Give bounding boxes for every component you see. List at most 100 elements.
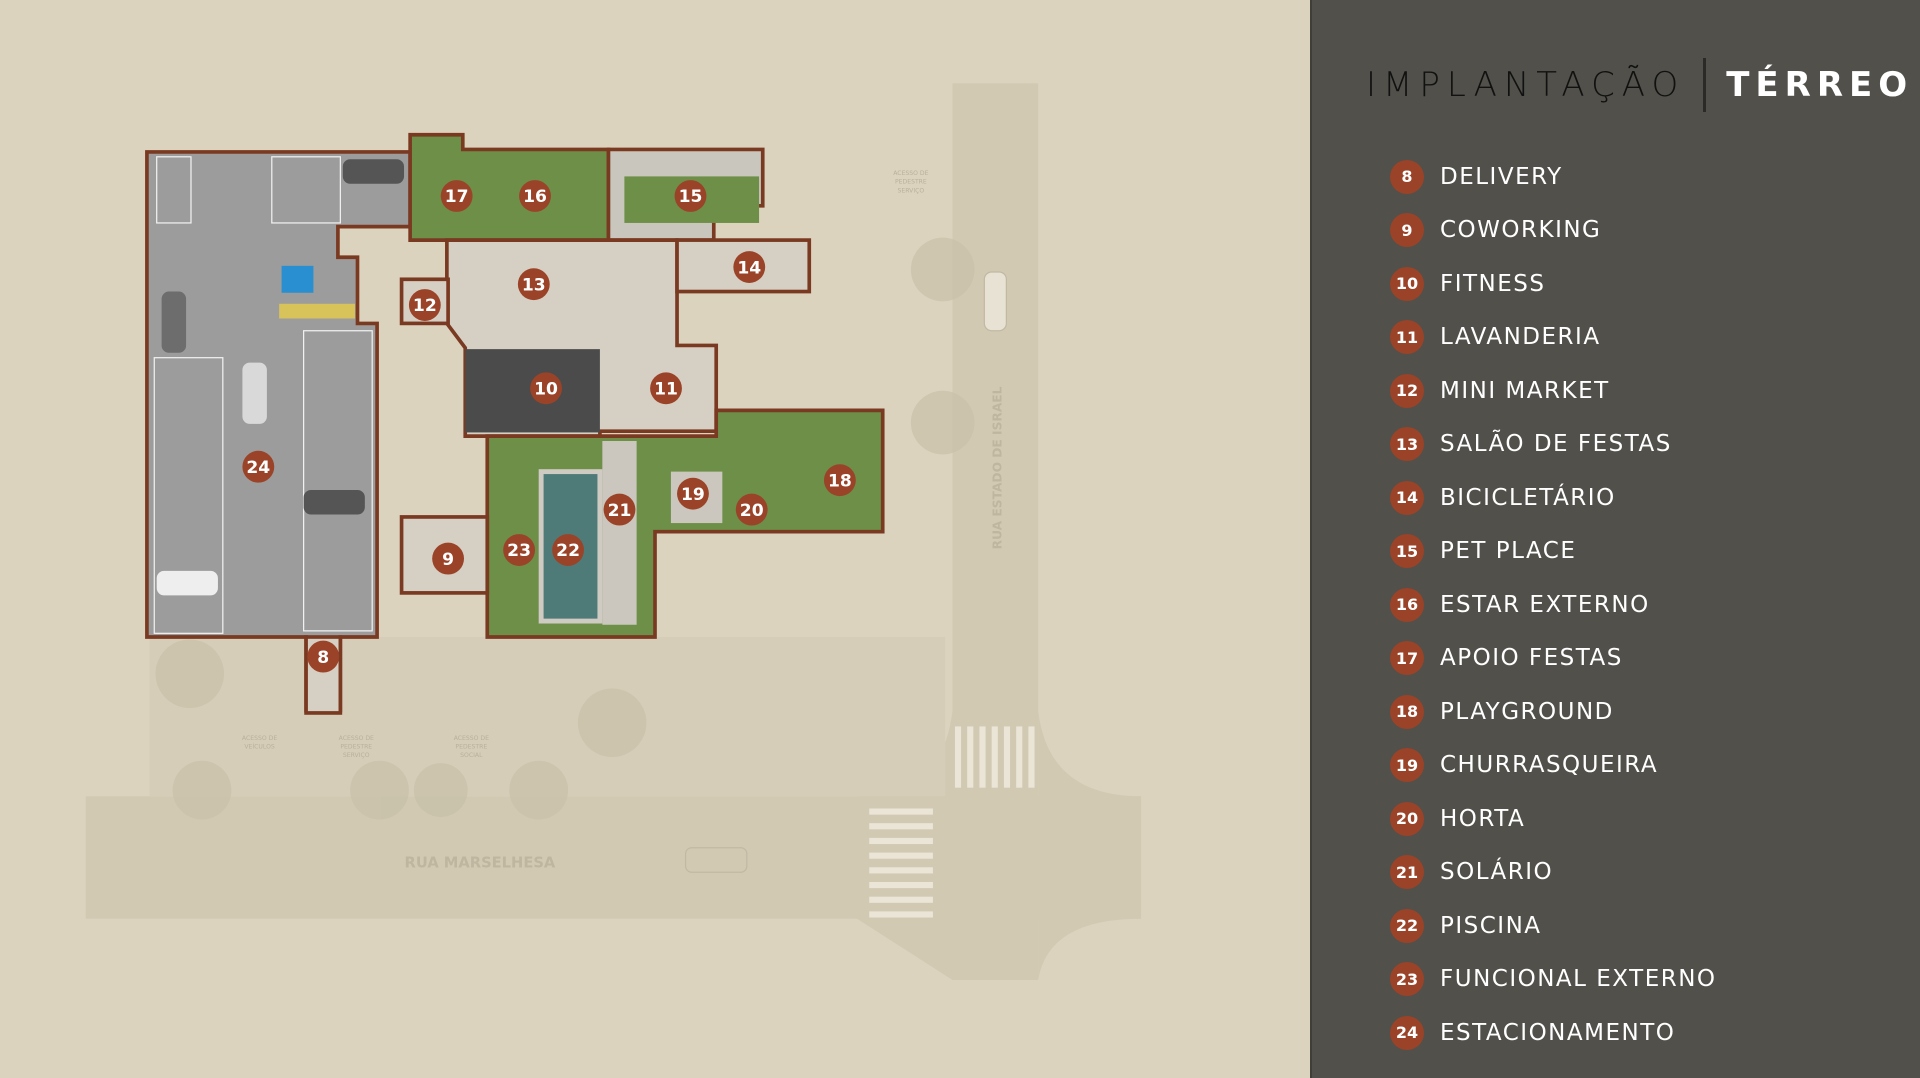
legend-number-badge: 21 [1390, 855, 1424, 890]
legend-number-badge: 8 [1390, 159, 1424, 194]
map-pin-number: 21 [608, 501, 632, 521]
title-divider [1703, 58, 1707, 112]
legend-number-badge: 14 [1390, 480, 1424, 515]
legend-label: DELIVERY [1440, 163, 1563, 190]
map-pin: 19 [677, 477, 709, 510]
svg-text:SOCIAL: SOCIAL [460, 752, 483, 759]
map-pin: 14 [733, 251, 766, 283]
map-pin-number: 24 [246, 458, 270, 478]
svg-text:ACESSO DE: ACESSO DE [893, 170, 928, 177]
legend-item: 14 BICICLETÁRIO [1390, 471, 1717, 525]
legend-item: 17 APOIO FESTAS [1390, 632, 1717, 686]
legend-label: FITNESS [1440, 270, 1546, 297]
legend-item: 8 DELIVERY [1390, 150, 1717, 204]
map-pin-circle [517, 268, 550, 301]
map-pin-number: 14 [737, 258, 761, 278]
map-pin-number: 19 [681, 485, 705, 505]
svg-text:VEÍCULOS: VEÍCULOS [244, 741, 275, 750]
map-pin-number: 15 [679, 187, 703, 207]
legend-label: HORTA [1440, 805, 1526, 832]
accessible-spot-icon [281, 265, 314, 293]
site-plan-map: RUA MARSELHESA RUA ESTADO DE ISRAEL ACES… [85, 83, 1142, 981]
legend-number-badge: 18 [1390, 694, 1424, 729]
street-name-bottom: RUA MARSELHESA [405, 854, 556, 871]
map-pin-circle [674, 180, 707, 212]
legend-item: 18 PLAYGROUND [1390, 685, 1717, 739]
map-pin-circle [650, 372, 682, 405]
legend-number-badge: 20 [1390, 801, 1424, 836]
map-pin: 17 [440, 180, 473, 212]
legend-label: SALÃO DE FESTAS [1440, 431, 1672, 458]
map-pin-circle [823, 464, 856, 497]
map-pin-number: 17 [445, 187, 469, 207]
map-pin-circle [733, 251, 766, 283]
legend-label: APOIO FESTAS [1440, 645, 1623, 672]
legend-number-badge: 17 [1390, 641, 1424, 676]
map-pin: 10 [530, 372, 562, 405]
map-pin-circle [735, 493, 768, 526]
map-pin-number: 11 [654, 380, 678, 400]
map-pin-number: 16 [523, 187, 547, 207]
map-pin-number: 18 [828, 471, 852, 491]
map-pin: 8 [307, 640, 340, 673]
legend-item: 10 FITNESS [1390, 257, 1717, 311]
map-pin: 13 [517, 268, 550, 301]
legend-item: 15 PET PLACE [1390, 525, 1717, 579]
svg-text:PEDESTRE: PEDESTRE [340, 743, 372, 750]
legend-number-badge: 13 [1390, 427, 1424, 462]
svg-text:ACESSO DE: ACESSO DE [339, 735, 374, 742]
garden-top [408, 132, 611, 242]
map-pin-number: 9 [442, 550, 454, 570]
parking-details [153, 156, 405, 634]
map-pin: 11 [650, 372, 682, 405]
legend-label: CHURRASQUEIRA [1440, 752, 1659, 779]
crosswalk-horizontal [869, 808, 933, 918]
legend-number-badge: 24 [1390, 1015, 1424, 1050]
map-pin-number: 20 [740, 501, 764, 521]
svg-text:PEDESTRE: PEDESTRE [895, 179, 927, 186]
map-pin-number: 22 [556, 541, 580, 561]
svg-text:SERVIÇO: SERVIÇO [343, 752, 370, 759]
svg-text:ACESSO DE: ACESSO DE [454, 735, 489, 742]
legend-number-badge: 23 [1390, 962, 1424, 997]
streets [85, 83, 1142, 981]
legend-number-badge: 9 [1390, 213, 1424, 248]
map-pin: 18 [823, 464, 856, 497]
page-title: IMPLANTAÇÃO TÉRREO [1366, 58, 1913, 112]
map-pin-number: 13 [522, 275, 546, 295]
legend-number-badge: 11 [1390, 320, 1424, 355]
faint-trees [155, 237, 975, 820]
street-name-right: RUA ESTADO DE ISRAEL [990, 386, 1004, 549]
map-pin: 23 [503, 534, 536, 566]
legend-label: PET PLACE [1440, 538, 1577, 565]
legend-label: ESTAR EXTERNO [1440, 591, 1650, 618]
building-plan [145, 132, 885, 715]
map-pin-circle [519, 180, 551, 212]
map-pin-circle [503, 534, 536, 566]
legend-item: 20 HORTA [1390, 792, 1717, 846]
map-pin-circle [242, 450, 275, 483]
legend-label: PISCINA [1440, 912, 1542, 939]
map-pin: 20 [735, 493, 768, 526]
map-pin: 21 [603, 493, 636, 526]
map-pin-number: 23 [507, 541, 531, 561]
legend-number-badge: 15 [1390, 534, 1424, 569]
legend-label: PLAYGROUND [1440, 698, 1614, 725]
map-pin-number: 10 [534, 380, 558, 400]
map-pin-circle [432, 542, 465, 575]
map-pin: 9 [432, 542, 465, 575]
map-pin-circle [307, 640, 340, 673]
map-pin-circle [677, 477, 709, 510]
map-pin-circle [603, 493, 636, 526]
map-pin: 16 [519, 180, 551, 212]
map-pin: 12 [408, 289, 441, 321]
legend-label: BICICLETÁRIO [1440, 484, 1616, 511]
map-pin-circle [408, 289, 441, 321]
legend-number-badge: 10 [1390, 266, 1424, 301]
legend-label: MINI MARKET [1440, 377, 1610, 404]
bike-room [675, 238, 812, 294]
